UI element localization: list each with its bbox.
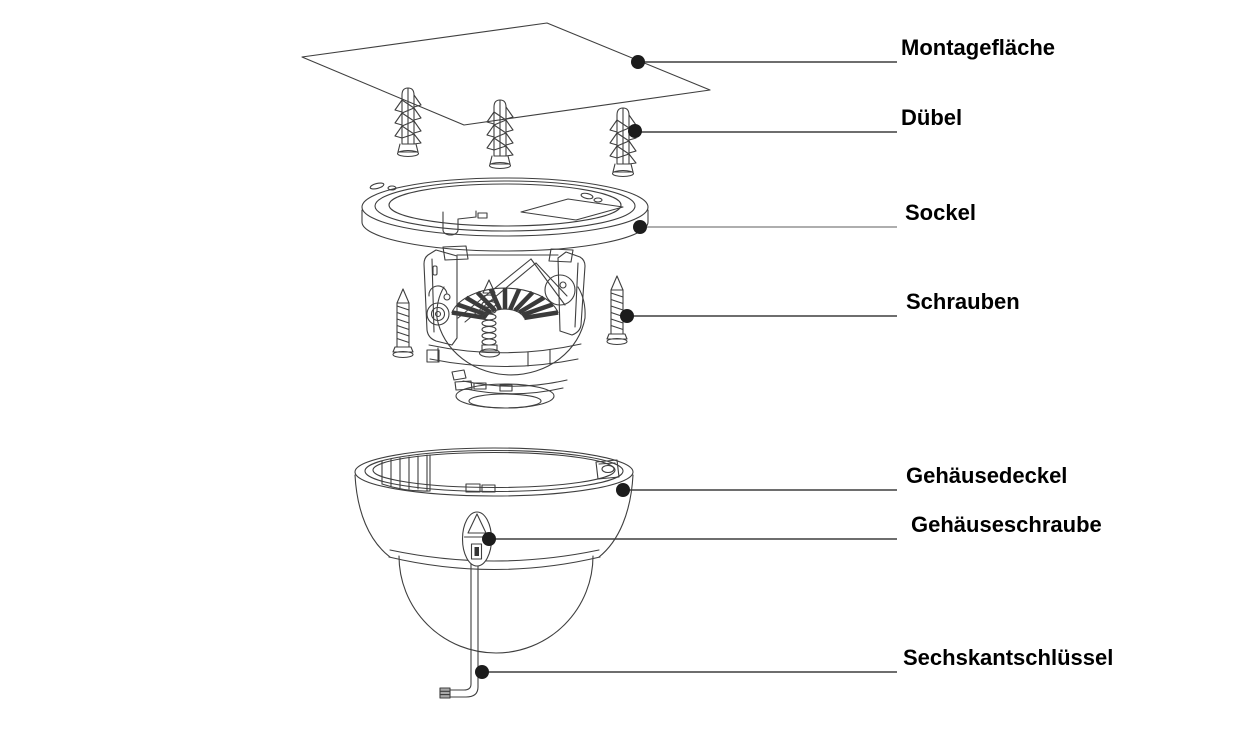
leader-lines — [475, 55, 897, 679]
wall-plug-right-drawing — [609, 107, 637, 178]
housing-screw-drawing — [461, 511, 493, 567]
label-sechskantschluessel: Sechskantschlüssel — [903, 645, 1114, 670]
label-schrauben: Schrauben — [906, 289, 1020, 314]
hex-key-drawing — [439, 560, 479, 699]
leader-dot-gehaeuseschraube — [482, 532, 496, 546]
camera-gimbal-drawing — [423, 245, 586, 409]
label-gehaeuseschraube: Gehäuseschraube — [911, 512, 1102, 537]
housing-cover-drawing — [354, 447, 634, 654]
leader-dot-montageflaeche — [631, 55, 645, 69]
leader-dot-duebel — [628, 124, 642, 138]
label-sockel: Sockel — [905, 200, 976, 225]
label-gehaeusedeckel: Gehäusedeckel — [906, 463, 1068, 488]
screw-left-drawing — [392, 288, 414, 359]
leader-dot-gehaeusedeckel — [616, 483, 630, 497]
leader-dot-sechskantschluessel — [475, 665, 489, 679]
wall-plug-middle-drawing — [486, 99, 514, 170]
wall-plug-left-drawing — [394, 87, 422, 158]
leader-dot-schrauben — [620, 309, 634, 323]
leader-dot-sockel — [633, 220, 647, 234]
label-montageflaeche: Montagefläche — [901, 35, 1056, 60]
label-duebel: Dübel — [901, 105, 963, 130]
base-plate-drawing — [361, 177, 649, 252]
mounting-surface-drawing — [301, 22, 711, 126]
